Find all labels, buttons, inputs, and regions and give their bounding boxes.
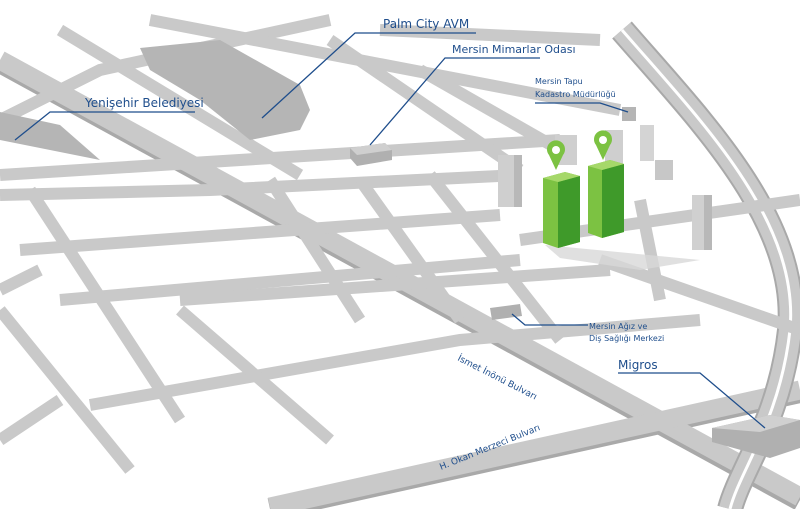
road-network [0, 14, 800, 509]
leader-lines [14, 32, 766, 429]
project-towers [543, 130, 624, 248]
label-agiz-line2: Diş Sağlığı Merkezi [589, 334, 664, 343]
label-tapu-line2: Kadastro Müdürlüğü [535, 90, 616, 99]
label-tapu-line1: Mersin Tapu [535, 77, 583, 86]
tapu-kadastro-building [622, 107, 636, 121]
palm-city-avm-building [140, 40, 310, 140]
migros-building [712, 415, 800, 458]
label-agiz-line1: Mersin Ağız ve [589, 322, 647, 331]
yenisehir-belediyesi-building [0, 112, 100, 160]
label-migros: Migros [618, 358, 658, 372]
label-palm-city-avm: Palm City AVM [383, 17, 469, 31]
ismet-inonu-bulvari-road [0, 51, 800, 506]
location-pin-icon [593, 130, 612, 160]
h-okan-merzeci-bulvari-road [267, 380, 800, 509]
green-tower-left [543, 172, 580, 248]
mimarlar-odasi-building [350, 143, 392, 166]
label-mimarlar-odasi: Mersin Mimarlar Odası [452, 43, 576, 56]
label-yenisehir-belediyesi: Yenişehir Belediyesi [84, 96, 204, 110]
buildings [0, 40, 800, 458]
green-tower-right [588, 160, 624, 238]
location-pin-icon [547, 140, 565, 170]
